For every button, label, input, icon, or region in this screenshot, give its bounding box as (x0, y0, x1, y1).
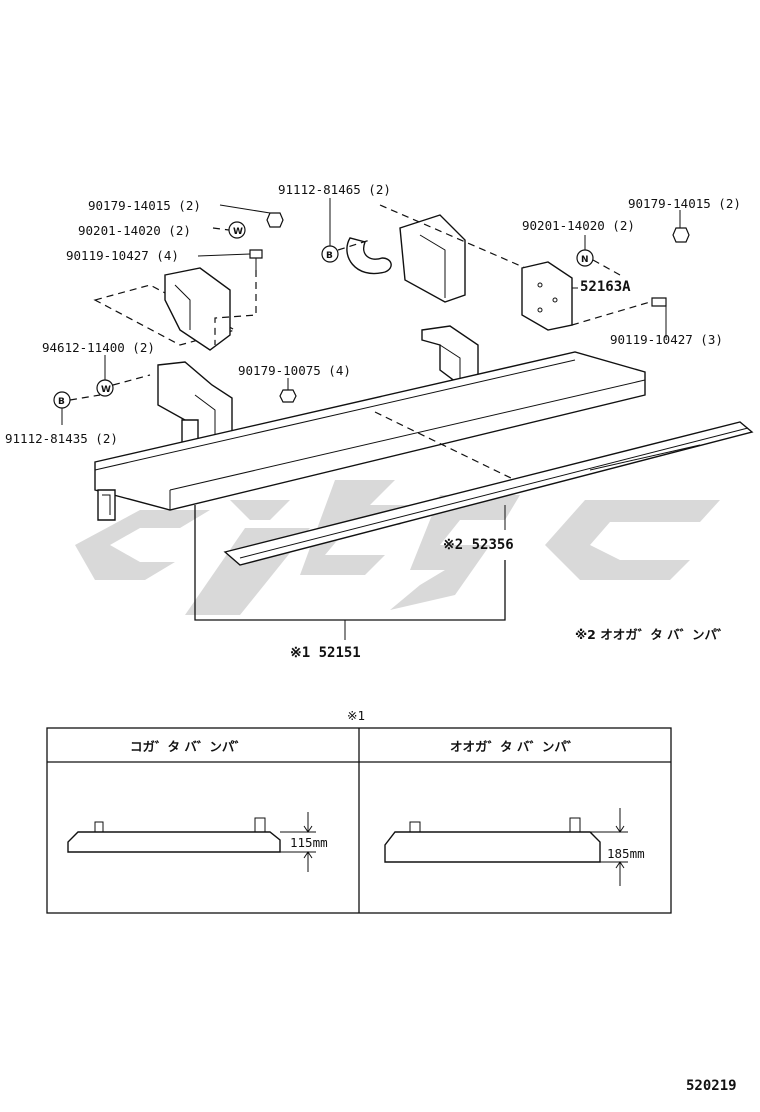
dimension-large: 185mm (607, 846, 645, 861)
lower-bumper-strip (223, 421, 754, 566)
bolt-symbol-1: B (326, 251, 333, 261)
label-90201-14020-right: 90201-14020 (2) (522, 218, 635, 233)
washer-symbol-2: W (101, 385, 111, 395)
label-90119-10427-right: 90119-10427 (3) (610, 332, 723, 347)
bumper-size-table: ※1 コガ゛タ バ゛ンパ゛ オオガ゛タ バ゛ンパ゛ 115mm 185mm (46, 708, 672, 914)
left-bracket-assembly (93, 267, 237, 451)
note-large-bumper: ※2 オオガ゛タ バ゛ンパ゛ (575, 627, 730, 642)
label-52151: ※1 52151 (290, 645, 361, 661)
bolt-symbol-2: B (58, 397, 65, 407)
label-91112-81435: 91112-81435 (2) (5, 431, 118, 446)
table-header-large: オオガ゛タ バ゛ンパ゛ (450, 739, 579, 754)
right-bracket-52163a (521, 261, 651, 331)
label-90179-14015-left: 90179-14015 (2) (88, 198, 201, 213)
label-94612-11400: 94612-11400 (2) (42, 340, 155, 355)
table-header-small: コガ゛タ バ゛ンパ゛ (130, 739, 247, 754)
dimension-small: 115mm (290, 835, 328, 850)
washer-symbol-1: W (233, 227, 243, 237)
main-bumper-beam (94, 351, 646, 521)
figure-code: 520219 (686, 1078, 737, 1094)
part-labels: 90179-14015 (2) 90201-14020 (2) 90119-10… (5, 182, 741, 661)
label-52356: ※2 52356 (443, 537, 514, 553)
label-90179-14015-right: 90179-14015 (2) (628, 196, 741, 211)
label-52163a: 52163A (580, 279, 631, 295)
leader-lines (61, 198, 681, 640)
middle-bracket-assembly (346, 204, 531, 303)
nut-symbol: N (581, 255, 589, 265)
table-title: ※1 (347, 708, 365, 723)
label-90201-14020-left: 90201-14020 (2) (78, 223, 191, 238)
label-90179-10075: 90179-10075 (4) (238, 363, 351, 378)
label-91112-81465: 91112-81465 (2) (278, 182, 391, 197)
label-90119-10427-left: 90119-10427 (4) (66, 248, 179, 263)
